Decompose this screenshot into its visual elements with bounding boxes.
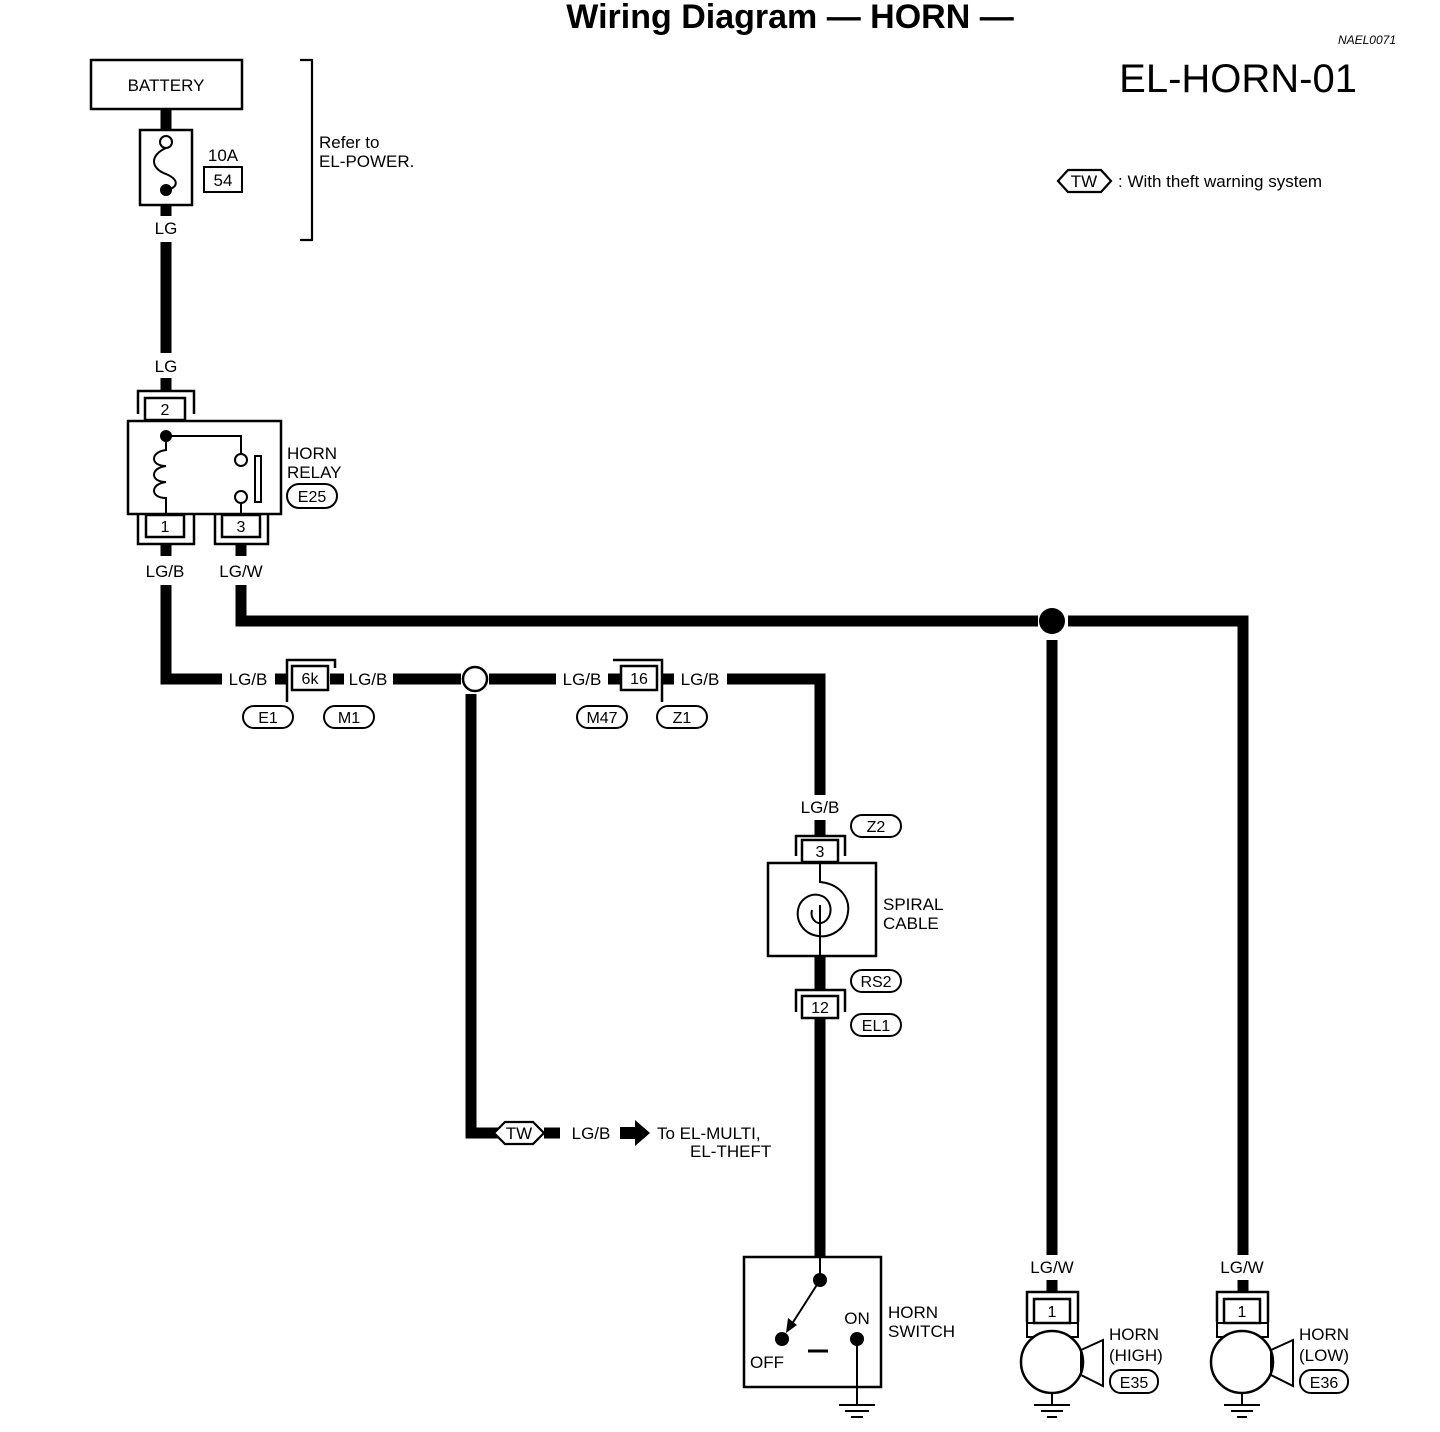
spiral-name-line2: CABLE (883, 914, 939, 933)
horn-high-connector: E35 (1120, 1375, 1149, 1392)
connector-terminal-6k: 6k (302, 671, 320, 688)
wire-color-lgb-1: LG/B (229, 670, 268, 689)
horn-low-name-line1: HORN (1299, 1325, 1349, 1344)
page-title: Wiring Diagram — HORN — (566, 0, 1013, 36)
harness-connector-6k: 6k E1 M1 (242, 658, 375, 729)
spiral-connector-el1: EL1 (862, 1018, 891, 1035)
horn-relay: 2 HORN RELAY E25 1 3 (126, 389, 342, 546)
switch-arrow-icon (786, 1318, 797, 1333)
branch-destination-line1: To EL-MULTI, (657, 1124, 761, 1143)
legend-tw-symbol: TW (1071, 172, 1097, 191)
wire-color-lgb-3: LG/B (563, 670, 602, 689)
relay-pin-1: 1 (161, 519, 170, 536)
battery: BATTERY (89, 58, 244, 111)
wire-color-lgb-spiral: LG/B (801, 798, 840, 817)
horn-high: LG/W 1 HORN (HIGH) E35 (1019, 1258, 1163, 1418)
horn-low-pin: 1 (1238, 1304, 1247, 1321)
horn-low-name-line2: (LOW) (1299, 1346, 1349, 1365)
spiral-pin-12: 12 (811, 1000, 829, 1017)
relay-pin-3: 3 (237, 519, 246, 536)
spiral-pin-3: 3 (816, 844, 825, 861)
wire-color-lgb-4: LG/B (681, 670, 720, 689)
spiral-icon (796, 863, 850, 938)
horn-switch: OFF ON HORN SWITCH (742, 1255, 955, 1418)
branch-destination-line2: EL-THEFT (690, 1142, 771, 1161)
wire-color-lgb-branch: LG/B (572, 1124, 611, 1143)
wire-color-lg-top: LG (155, 219, 178, 238)
wire-color-lgb-relay: LG/B (146, 562, 185, 581)
tw-hexagon-icon (1056, 168, 1113, 194)
spiral-lower-connector: RS2 12 EL1 (794, 969, 902, 1037)
spiral-connector-rs2: RS2 (860, 974, 891, 991)
horn-low-connector: E36 (1310, 1375, 1339, 1392)
refer-text-line2: EL-POWER. (319, 152, 414, 171)
connector-terminal-16: 16 (630, 671, 648, 688)
legend-tw: TW : With theft warning system (1056, 168, 1322, 194)
wire-color-lgw-relay: LG/W (219, 562, 262, 581)
harness-connector-16: 16 M47 Z1 (576, 658, 708, 729)
branch-tw: TW (492, 1120, 546, 1146)
switch-on-label: ON (844, 1309, 870, 1328)
switch-name-line2: SWITCH (888, 1322, 955, 1341)
connector-e1: E1 (258, 710, 278, 727)
horn-high-pin: 1 (1048, 1304, 1057, 1321)
horn-high-name-line2: (HIGH) (1109, 1346, 1163, 1365)
refer-bracket (300, 58, 314, 242)
spiral-cable: Z2 3 SPIRAL CABLE (766, 814, 943, 958)
horn-low-body-icon (1209, 1329, 1275, 1395)
wire-color-lgb-2: LG/B (349, 670, 388, 689)
switch-name-line1: HORN (888, 1303, 938, 1322)
branch-tw-symbol: TW (506, 1124, 532, 1143)
splice-point-lgw (1039, 608, 1065, 634)
fuse: 10A 54 (138, 128, 243, 207)
fuse-number: 54 (214, 171, 233, 190)
connector-z1: Z1 (673, 710, 692, 727)
legend-tw-description: : With theft warning system (1118, 172, 1322, 191)
fuse-rating: 10A (208, 146, 239, 165)
relay-connector-e25: E25 (298, 489, 327, 506)
horn-high-body-icon (1019, 1329, 1085, 1395)
wire-lgb (160, 585, 222, 685)
relay-pin-2: 2 (161, 402, 170, 419)
arrow-right-icon (620, 1120, 650, 1146)
diagram-code: EL-HORN-01 (1119, 57, 1357, 101)
spiral-connector-z2: Z2 (867, 819, 886, 836)
wire-lgw (235, 585, 1038, 627)
horn-low: LG/W 1 HORN (LOW) E36 (1209, 1258, 1349, 1418)
horn-high-wire-color: LG/W (1030, 1258, 1073, 1277)
spiral-name-line1: SPIRAL (883, 895, 943, 914)
battery-label: BATTERY (128, 76, 205, 95)
splice-point-lgb (461, 665, 489, 693)
relay-coil-icon (153, 442, 167, 514)
switch-off-label: OFF (750, 1353, 784, 1372)
relay-name-line1: HORN (287, 444, 337, 463)
reference-code: NAEL0071 (1338, 33, 1396, 47)
connector-m1: M1 (338, 710, 360, 727)
refer-text-line1: Refer to (319, 133, 379, 152)
fuse-element-icon (153, 147, 177, 191)
connector-m47: M47 (586, 710, 617, 727)
wire-color-lg-relay: LG (155, 357, 178, 376)
horn-high-name-line1: HORN (1109, 1325, 1159, 1344)
horn-low-wire-color: LG/W (1220, 1258, 1263, 1277)
relay-name-line2: RELAY (287, 463, 342, 482)
